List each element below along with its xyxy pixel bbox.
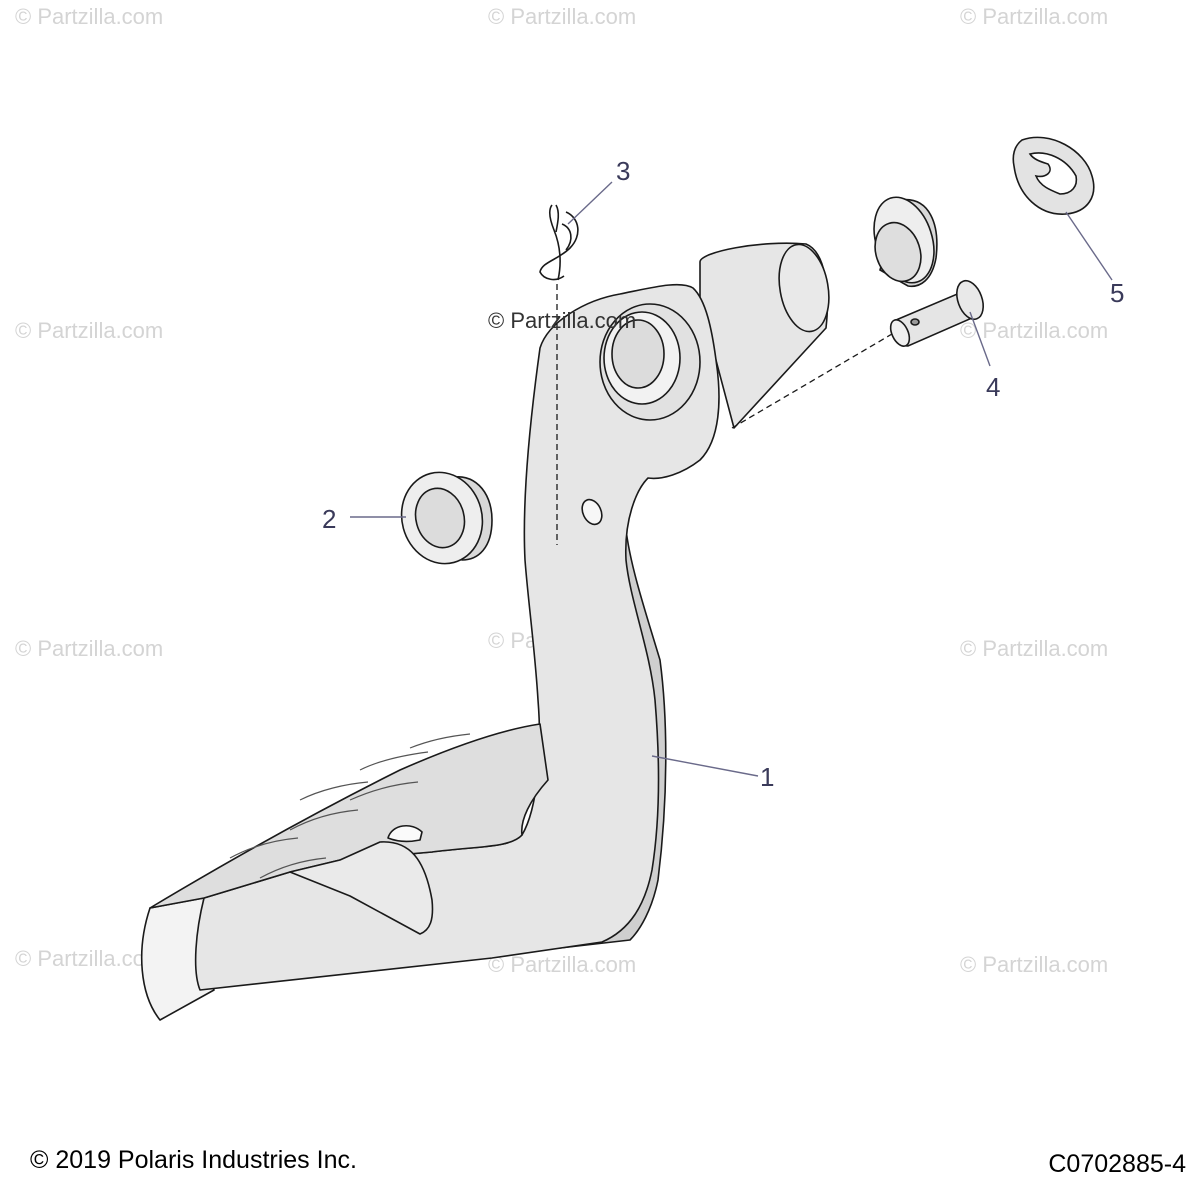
bushing bbox=[400, 471, 493, 565]
e-clip bbox=[1012, 136, 1095, 215]
watermark: © Partzilla.com bbox=[15, 636, 164, 661]
watermark: © Partzilla.com bbox=[960, 4, 1109, 29]
copyright-notice: © 2019 Polaris Industries Inc. bbox=[30, 1146, 357, 1174]
watermark: © Partzilla.com bbox=[960, 952, 1109, 977]
watermark: © Partzilla.com bbox=[488, 952, 637, 977]
clevis-pin-and-bushing bbox=[873, 196, 984, 347]
center-watermark: © Partzilla.com bbox=[488, 308, 637, 333]
hairpin-clip bbox=[539, 204, 579, 281]
leader-line-5 bbox=[1065, 211, 1113, 281]
diagram-id: C0702885-4 bbox=[1048, 1150, 1186, 1178]
callout-leaders bbox=[350, 181, 1113, 777]
watermark: © Partzilla.com bbox=[15, 4, 164, 29]
watermark: © Partzilla.com bbox=[15, 946, 164, 971]
leader-line-1 bbox=[651, 755, 759, 777]
callout-number-1: 1 bbox=[760, 762, 775, 792]
leader-line-4 bbox=[969, 311, 991, 367]
callout-number-4: 4 bbox=[986, 372, 1001, 402]
brake-pedal-arm bbox=[140, 242, 830, 1021]
leader-line-3 bbox=[567, 181, 613, 225]
watermark: © Partzilla.com bbox=[488, 4, 637, 29]
watermark: © Partzilla.com bbox=[960, 636, 1109, 661]
callout-number-5: 5 bbox=[1110, 278, 1125, 308]
callout-number-2: 2 bbox=[322, 504, 337, 534]
callout-number-3: 3 bbox=[616, 156, 631, 186]
watermark: © Partzilla.com bbox=[15, 318, 164, 343]
watermark: © Partzilla.com bbox=[960, 318, 1109, 343]
assembly-lines bbox=[556, 284, 893, 545]
